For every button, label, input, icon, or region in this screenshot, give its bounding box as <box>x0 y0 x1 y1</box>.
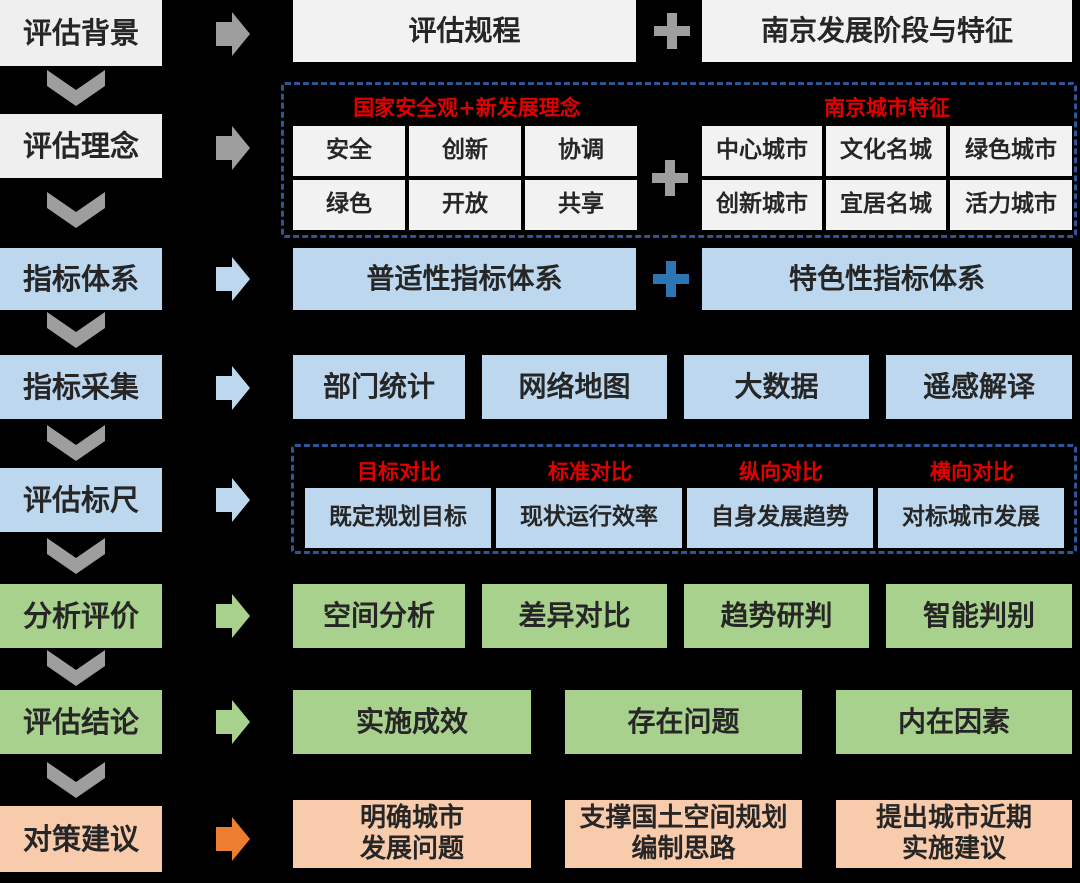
item-trend-judgement: 趋势研判 <box>684 584 869 648</box>
item-evaluation-rules: 评估规程 <box>293 0 636 62</box>
advice-line: 编制思路 <box>631 834 736 864</box>
label-system: 指标体系 <box>0 248 162 310</box>
label-background: 评估背景 <box>0 0 162 66</box>
item-featured-index: 特色性指标体系 <box>702 248 1072 310</box>
concept-item-innovation: 创新 <box>409 126 521 176</box>
down-chevron-icon <box>47 650 105 686</box>
scale-item-benchmark: 对标城市发展 <box>878 488 1064 548</box>
city-item-livable: 宜居名城 <box>826 180 946 230</box>
plus-icon <box>654 13 690 49</box>
concept-left-title: 国家安全观+新发展理念 <box>353 96 581 120</box>
right-arrow-icon <box>216 594 250 638</box>
item-spatial-analysis: 空间分析 <box>293 584 465 648</box>
concept-dashed-frame <box>281 82 1077 238</box>
down-chevron-icon <box>47 192 105 228</box>
concept-item-security: 安全 <box>293 126 405 176</box>
item-internal-factors: 内在因素 <box>836 690 1072 754</box>
city-item-green: 绿色城市 <box>950 126 1072 176</box>
advice-line: 支撑国土空间规划 <box>579 802 788 833</box>
label-scale: 评估标尺 <box>0 468 162 532</box>
concept-right-title: 南京城市特征 <box>824 96 950 120</box>
city-item-culture: 文化名城 <box>826 126 946 176</box>
item-problems: 存在问题 <box>565 690 802 754</box>
scale-title-target: 目标对比 <box>357 460 441 484</box>
down-chevron-icon <box>47 70 105 106</box>
advice-line: 明确城市 <box>359 802 464 833</box>
city-item-vitality: 活力城市 <box>950 180 1072 230</box>
concept-item-green: 绿色 <box>293 180 405 230</box>
down-chevron-icon <box>47 425 105 461</box>
item-big-data: 大数据 <box>684 355 869 419</box>
plus-icon <box>653 261 689 297</box>
city-item-innovation: 创新城市 <box>702 180 822 230</box>
item-effect: 实施成效 <box>293 690 531 754</box>
plus-icon <box>652 160 688 196</box>
item-support-planning: 支撑国土空间规划 编制思路 <box>565 800 802 868</box>
label-conclusion: 评估结论 <box>0 690 162 754</box>
down-chevron-icon <box>47 762 105 798</box>
label-analysis: 分析评价 <box>0 584 162 648</box>
item-near-term-suggestions: 提出城市近期 实施建议 <box>836 800 1072 868</box>
right-arrow-icon <box>216 700 250 744</box>
right-arrow-icon <box>216 126 250 170</box>
right-arrow-icon <box>216 366 250 410</box>
label-collection: 指标采集 <box>0 355 162 419</box>
concept-item-coordination: 协调 <box>525 126 637 176</box>
right-arrow-icon <box>216 478 250 522</box>
scale-item-efficiency: 现状运行效率 <box>496 488 682 548</box>
item-nanjing-stage: 南京发展阶段与特征 <box>702 0 1072 62</box>
item-universal-index: 普适性指标体系 <box>293 248 636 310</box>
scale-title-standard: 标准对比 <box>548 460 632 484</box>
concept-item-sharing: 共享 <box>525 180 637 230</box>
scale-title-horizontal: 横向对比 <box>930 460 1014 484</box>
scale-title-vertical: 纵向对比 <box>739 460 823 484</box>
down-chevron-icon <box>47 538 105 574</box>
right-arrow-icon <box>216 12 250 56</box>
item-smart-discrimination: 智能判别 <box>886 584 1072 648</box>
scale-item-plan-target: 既定规划目标 <box>305 488 491 548</box>
label-advice: 对策建议 <box>0 806 162 872</box>
advice-line: 实施建议 <box>901 834 1006 864</box>
city-item-center: 中心城市 <box>702 126 822 176</box>
down-chevron-icon <box>47 312 105 348</box>
advice-line: 提出城市近期 <box>875 802 1032 833</box>
item-dept-stats: 部门统计 <box>293 355 465 419</box>
item-remote-sensing: 遥感解译 <box>886 355 1072 419</box>
right-arrow-icon <box>216 817 250 861</box>
advice-line: 发展问题 <box>359 834 464 864</box>
concept-item-openness: 开放 <box>409 180 521 230</box>
item-difference-compare: 差异对比 <box>482 584 667 648</box>
item-web-map: 网络地图 <box>482 355 667 419</box>
label-concept: 评估理念 <box>0 114 162 178</box>
scale-item-own-trend: 自身发展趋势 <box>687 488 873 548</box>
scale-dashed-frame <box>291 444 1077 554</box>
item-clarify-problems: 明确城市 发展问题 <box>293 800 531 868</box>
right-arrow-icon <box>216 257 250 301</box>
